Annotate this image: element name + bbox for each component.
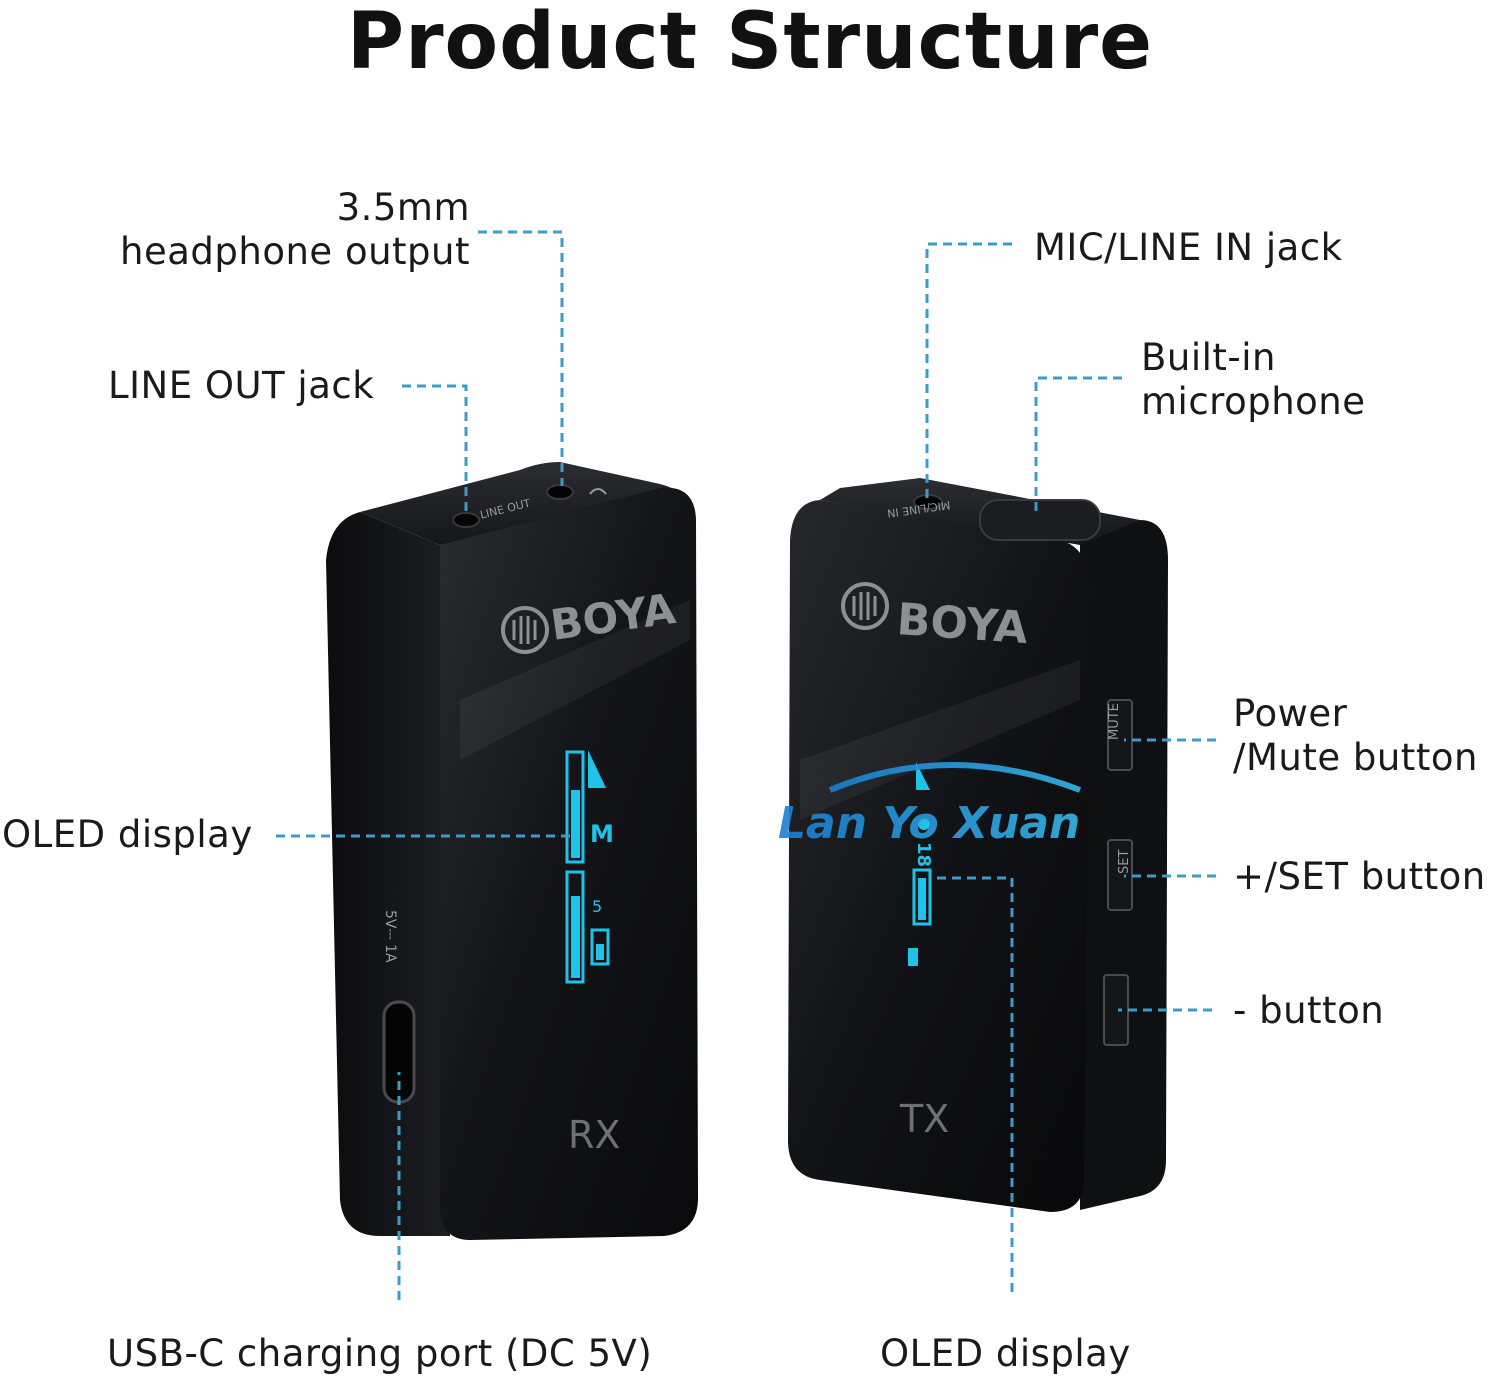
callout-usb-c: USB-C charging port (DC 5V) [107, 1332, 653, 1375]
mute-button-label: MUTE [1107, 703, 1122, 740]
watermark-text: Lan Yo Xuan [778, 798, 1080, 849]
receiver-logo-mark [501, 606, 549, 654]
tx-battery-icon [908, 948, 918, 966]
receiver-oled-display: M 5 [565, 750, 614, 984]
headphone-jack-icon [546, 484, 574, 500]
callout-power-mute-line1: Power [1233, 692, 1348, 735]
receiver-oled-meter-a [565, 750, 585, 864]
callout-builtin-mic: Built-in microphone [1141, 336, 1366, 424]
page-title: Product Structure [346, 0, 1154, 87]
callout-power-mute: Power /Mute button [1233, 692, 1478, 780]
receiver-oled-mode: M [590, 820, 614, 848]
set-button-label: SET [1117, 850, 1132, 874]
callout-headphone-output: 3.5mm headphone output [120, 186, 470, 274]
tx-mic-icon [918, 818, 930, 830]
transmitter-reflection [800, 660, 1080, 820]
receiver-side-face [326, 512, 450, 1236]
receiver-oled-meter-a-fill [571, 790, 580, 858]
callout-headphone-output-line1: 3.5mm [336, 186, 470, 229]
callout-line-out: LINE OUT jack [108, 364, 375, 407]
callout-oled-display-left: OLED display [2, 813, 253, 856]
signal-icon [588, 750, 606, 788]
receiver-device: LINE OUT BOYA M 5 5V⎓ 1A RX [326, 462, 698, 1241]
callout-builtin-mic-line1: Built-in [1141, 336, 1276, 379]
battery-icon [590, 928, 610, 966]
callout-power-mute-line2: /Mute button [1233, 736, 1478, 779]
leader-lines [276, 230, 1216, 1300]
callout-builtin-mic-line2: microphone [1141, 380, 1366, 423]
headphone-icon [589, 488, 607, 495]
watermark-swoosh [828, 762, 1082, 793]
receiver-top-cap [360, 462, 690, 545]
leader-builtin-mic [1034, 376, 1122, 514]
minus-button[interactable] [1103, 974, 1129, 1046]
transmitter-model: TX [899, 1097, 949, 1141]
line-out-jack-icon [452, 512, 480, 528]
leader-line-out [402, 384, 468, 514]
power-mute-button[interactable] [1107, 699, 1133, 771]
transmitter-brand: BOYA [895, 594, 1029, 654]
leader-headphone [478, 230, 564, 486]
tx-level-meter-fill [918, 878, 926, 920]
callout-plus-set: +/SET button [1233, 855, 1486, 898]
receiver-oled-meter-b-fill [571, 896, 580, 978]
receiver-port-rating: 5V⎓ 1A [382, 910, 398, 963]
transmitter-logo-mark [841, 582, 889, 630]
receiver-model: RX [568, 1113, 620, 1157]
callout-oled-display-bottom: OLED display [880, 1332, 1131, 1375]
transmitter-device: MIC/LINE IN BOYA 18 MUTE SET TX [788, 478, 1168, 1212]
receiver-oled-volume: 5 [592, 897, 602, 916]
builtin-microphone-icon [979, 499, 1101, 541]
transmitter-logo-grille [852, 592, 877, 620]
leader-oled-bottom [934, 876, 1014, 1292]
callout-minus: - button [1233, 989, 1385, 1032]
receiver-reflection [460, 600, 690, 760]
leader-mic-line-in [925, 242, 1012, 500]
transmitter-oled-display: 18 [908, 762, 934, 966]
receiver-front-face [440, 487, 698, 1241]
callout-headphone-output-line2: headphone output [120, 230, 470, 273]
receiver-logo-grille [512, 616, 537, 644]
callout-mic-line-in: MIC/LINE IN jack [1034, 226, 1343, 269]
watermark: Lan Yo Xuan [778, 762, 1082, 849]
receiver-oled-meter-b [565, 870, 585, 984]
battery-icon-fill [596, 944, 604, 960]
tx-level-meter [912, 868, 932, 926]
transmitter-front-face [788, 500, 1090, 1212]
transmitter-oled-value: 18 [913, 842, 934, 867]
